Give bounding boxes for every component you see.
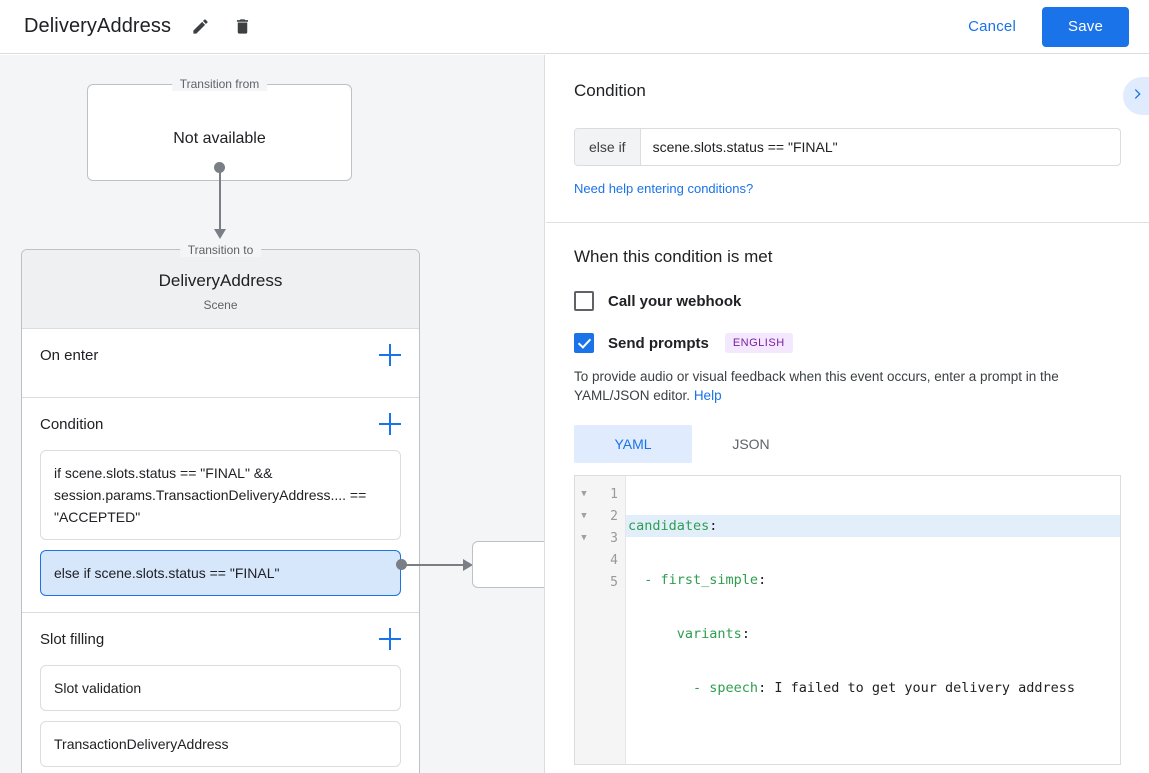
section-title-condition: Condition — [40, 415, 104, 433]
code-colon: : — [758, 680, 767, 696]
code-key: - speech — [693, 680, 759, 696]
code-value: I failed to get your delivery address — [766, 680, 1076, 696]
editor-code-area[interactable]: candidates: - first_simple: variants: - … — [626, 476, 1120, 764]
gutter-line: 5 — [575, 571, 625, 593]
editor-gutter: ▼ 1 ▼ 2 ▼ 3 4 5 — [575, 476, 626, 764]
slot-filling-item[interactable]: Slot validation — [40, 665, 401, 711]
connector-arrow-down — [214, 229, 226, 239]
tab-json[interactable]: JSON — [732, 436, 770, 452]
code-colon: : — [741, 626, 750, 642]
connector-line-vertical — [219, 167, 221, 231]
line-number: 3 — [610, 530, 618, 546]
gutter-line: ▼ 2 — [575, 505, 625, 527]
section-slot-filling: Slot filling Slot validation Transaction… — [22, 613, 419, 773]
section-header-slot-filling: Slot filling — [40, 613, 401, 665]
panel-when-met-heading: When this condition is met — [574, 247, 773, 266]
code-line: variants: — [626, 623, 1120, 645]
call-webhook-checkbox[interactable] — [574, 291, 594, 311]
transition-to-node[interactable]: Transition to DeliveryAddress Scene On e… — [21, 243, 420, 773]
flow-canvas[interactable]: Transition from Not available Transition… — [0, 55, 545, 773]
code-editor[interactable]: ▼ 1 ▼ 2 ▼ 3 4 5 — [574, 475, 1121, 765]
code-line: - first_simple: — [626, 569, 1120, 591]
webhook-row[interactable]: Call your webhook — [574, 291, 1121, 311]
add-on-enter-icon[interactable] — [379, 344, 401, 366]
prompts-helper-sentence: To provide audio or visual feedback when… — [574, 369, 1059, 403]
send-prompts-label: Send prompts — [608, 334, 709, 352]
prompts-helper-text: To provide audio or visual feedback when… — [574, 367, 1121, 405]
code-key: variants — [676, 626, 742, 642]
transition-from-legend: Transition from — [171, 77, 268, 91]
gutter-line: 4 — [575, 549, 625, 571]
condition-prefix-label: else if — [575, 129, 641, 165]
top-bar: DeliveryAddress Cancel Save — [0, 0, 1149, 54]
code-indent — [628, 626, 677, 642]
edit-name-button[interactable] — [187, 14, 213, 40]
condition-item-selected[interactable]: else if scene.slots.status == "FINAL" — [40, 550, 401, 596]
slot-filling-item[interactable]: TransactionDeliveryAddress — [40, 721, 401, 767]
section-header-condition: Condition — [40, 398, 401, 450]
condition-input[interactable] — [640, 129, 1120, 165]
line-number: 4 — [610, 552, 618, 568]
delete-button[interactable] — [229, 14, 255, 40]
code-colon: : — [709, 518, 718, 534]
fold-arrow-icon[interactable]: ▼ — [581, 488, 587, 499]
panel-condition-section: Condition else if Need help entering con… — [546, 55, 1149, 223]
condition-help-link[interactable]: Need help entering conditions? — [574, 181, 754, 196]
collapse-panel-button[interactable] — [1123, 77, 1149, 115]
transition-to-legend: Transition to — [179, 243, 262, 257]
line-number: 1 — [610, 486, 618, 502]
condition-item[interactable]: if scene.slots.status == "FINAL" && sess… — [40, 450, 401, 540]
chevron-right-icon — [1130, 86, 1146, 107]
page-title: DeliveryAddress — [24, 15, 172, 37]
panel-when-met-section: When this condition is met Call your web… — [546, 223, 1149, 765]
section-title-on-enter: On enter — [40, 346, 99, 364]
connector-arrow-right — [463, 559, 473, 571]
section-on-enter: On enter — [22, 329, 419, 398]
transition-to-subtitle: Scene — [203, 298, 238, 312]
transition-to-title: DeliveryAddress — [158, 271, 283, 290]
pencil-icon — [191, 17, 210, 36]
send-prompts-checkbox[interactable] — [574, 333, 594, 353]
trash-icon — [233, 17, 252, 36]
line-number: 2 — [610, 508, 618, 524]
prompts-help-link[interactable]: Help — [693, 388, 722, 403]
cancel-button[interactable]: Cancel — [956, 10, 1028, 43]
section-title-slot-filling: Slot filling — [40, 630, 105, 648]
code-line: candidates: — [626, 515, 1120, 537]
code-colon: : — [758, 572, 767, 588]
language-badge: ENGLISH — [724, 333, 793, 353]
fold-arrow-icon[interactable]: ▼ — [581, 510, 587, 521]
code-key: - first_simple — [644, 572, 759, 588]
editor-format-tabs: YAML JSON — [574, 425, 1121, 463]
send-prompts-row[interactable]: Send prompts ENGLISH — [574, 333, 1121, 353]
add-condition-icon[interactable] — [379, 413, 401, 435]
code-line — [626, 731, 1120, 753]
fold-arrow-icon[interactable]: ▼ — [581, 532, 587, 543]
condition-input-row[interactable]: else if — [574, 128, 1121, 166]
target-node-partial[interactable] — [472, 541, 544, 588]
section-header-on-enter: On enter — [40, 329, 401, 381]
code-indent — [628, 572, 644, 588]
call-webhook-label: Call your webhook — [608, 292, 742, 310]
gutter-line: ▼ 3 — [575, 527, 625, 549]
save-button[interactable]: Save — [1042, 6, 1129, 47]
line-number: 5 — [610, 574, 618, 590]
tab-yaml[interactable]: YAML — [574, 425, 692, 463]
add-slot-filling-icon[interactable] — [379, 628, 401, 650]
connector-line-horizontal — [401, 564, 469, 566]
transition-from-label: Not available — [173, 130, 266, 147]
section-condition: Condition if scene.slots.status == "FINA… — [22, 398, 419, 613]
code-key: candidates — [628, 518, 710, 534]
gutter-line: ▼ 1 — [575, 483, 625, 505]
code-line: - speech: I failed to get your delivery … — [626, 677, 1120, 699]
code-indent — [628, 680, 693, 696]
panel-condition-heading: Condition — [574, 81, 646, 100]
details-panel: Condition else if Need help entering con… — [546, 55, 1149, 773]
transition-to-header: DeliveryAddress Scene — [22, 250, 419, 329]
